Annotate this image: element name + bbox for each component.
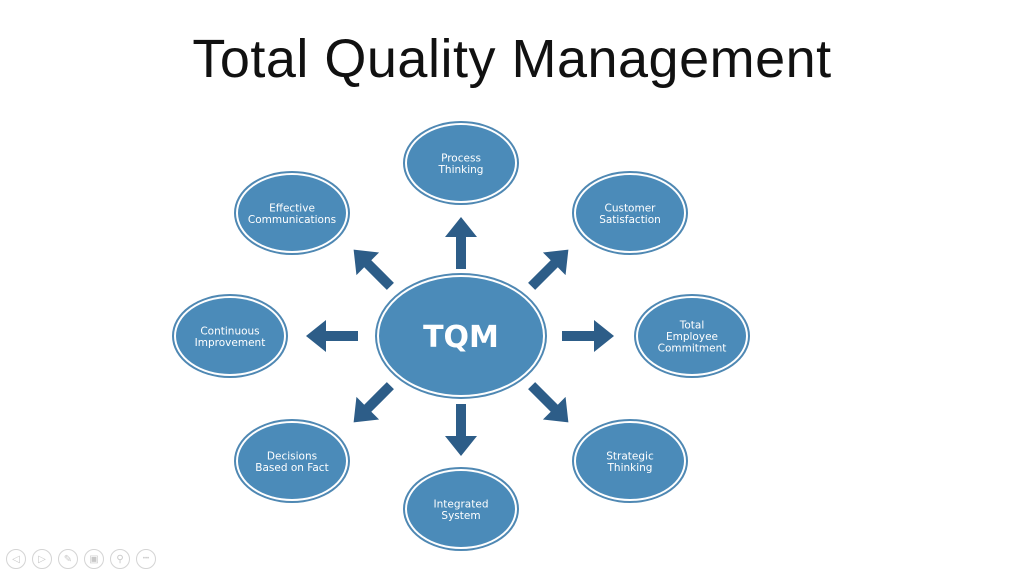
arrow-icon (445, 217, 477, 269)
node-label: Commitment (658, 343, 727, 355)
node-fill (176, 298, 284, 374)
node-label: Strategic (606, 450, 654, 462)
center-node-tqm: TQM (375, 273, 547, 399)
arrow-icon (528, 249, 569, 290)
center-label: TQM (423, 320, 499, 355)
arrow-icon (562, 320, 614, 352)
more-icon: ••• (142, 556, 150, 562)
arrow-right-icon: ▷ (38, 553, 46, 565)
node-label: Customer (604, 202, 656, 214)
node-label: Decisions (267, 450, 317, 462)
arrow-icon (528, 382, 569, 423)
arrow-icon (353, 382, 394, 423)
node-label: Communications (248, 214, 336, 226)
node-label: Total (679, 320, 705, 332)
slides-icon: ▣ (89, 553, 99, 565)
more-button[interactable]: ••• (136, 549, 156, 569)
node-label: Continuous (200, 325, 259, 337)
node-label: Integrated (434, 498, 489, 510)
slide-title: Total Quality Management (192, 29, 832, 89)
slideshow-controls: ◁ ▷ ✎ ▣ ⚲ ••• (6, 549, 156, 569)
arrow-icon (353, 249, 394, 290)
node-fill (238, 175, 346, 251)
arrow-icon (445, 404, 477, 456)
node-fill (576, 423, 684, 499)
node-label: Based on Fact (255, 462, 328, 474)
node-label: Satisfaction (599, 214, 661, 226)
pen-icon: ✎ (63, 553, 73, 565)
node-label: System (441, 510, 480, 522)
node-fill (407, 125, 515, 201)
slides-button[interactable]: ▣ (84, 549, 104, 569)
zoom-button[interactable]: ⚲ (110, 549, 130, 569)
node-fill (638, 298, 746, 374)
previous-button[interactable]: ◁ (6, 549, 26, 569)
node-label: Effective (269, 202, 315, 214)
node-label: Thinking (607, 462, 653, 474)
next-button[interactable]: ▷ (32, 549, 52, 569)
pen-button[interactable]: ✎ (58, 549, 78, 569)
node-label: Process (441, 152, 481, 164)
node-fill (576, 175, 684, 251)
node-label: Improvement (195, 337, 266, 349)
node-fill (379, 277, 543, 395)
node-fill (407, 471, 515, 547)
node-fill (238, 423, 346, 499)
node-label: Employee (666, 331, 718, 343)
arrow-icon (306, 320, 358, 352)
magnifier-icon: ⚲ (116, 553, 124, 565)
node-label: Thinking (438, 164, 484, 176)
arrow-left-icon: ◁ (12, 553, 20, 565)
